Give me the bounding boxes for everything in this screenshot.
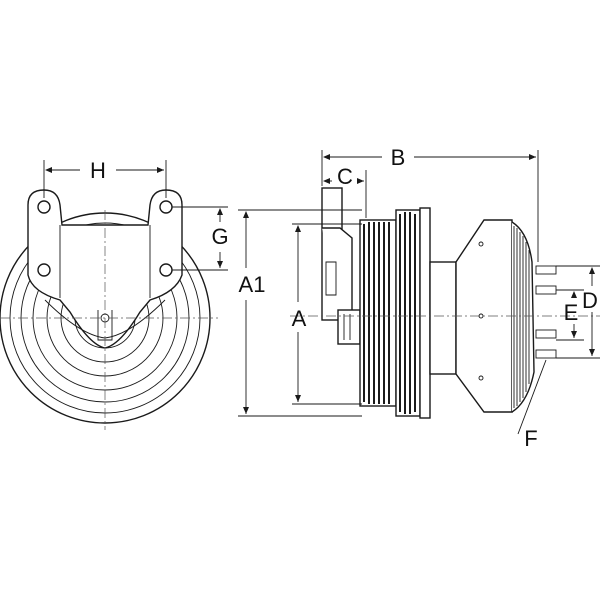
mounting-studs: [535, 265, 557, 359]
bracket-hole-top-left: [37, 200, 51, 214]
plate-slot: [325, 261, 337, 296]
front-view: H G: [0, 158, 229, 430]
label-b: B: [391, 145, 406, 170]
label-f: F: [524, 426, 537, 451]
bracket-inner-ribs: [59, 225, 151, 298]
label-g: G: [211, 224, 228, 249]
side-view: B C A1 A D E F: [238, 145, 600, 451]
housing-bolt-top: [478, 241, 484, 247]
label-a: A: [292, 306, 307, 331]
label-h: H: [90, 158, 106, 183]
label-a1: A1: [239, 272, 266, 297]
leader-f: [517, 359, 547, 435]
bracket-hole-bottom-left: [37, 263, 51, 277]
pulley-flange: [419, 207, 431, 419]
shaft: [429, 261, 457, 375]
pulley-grooves-1: [363, 222, 390, 404]
cooling-fins: [513, 226, 530, 408]
housing-bolt-bottom: [478, 375, 484, 381]
label-e: E: [564, 300, 579, 325]
label-c: C: [337, 164, 353, 189]
label-d: D: [582, 288, 598, 313]
hub-stub: [337, 309, 361, 345]
pulley-grooves-2: [399, 212, 416, 414]
